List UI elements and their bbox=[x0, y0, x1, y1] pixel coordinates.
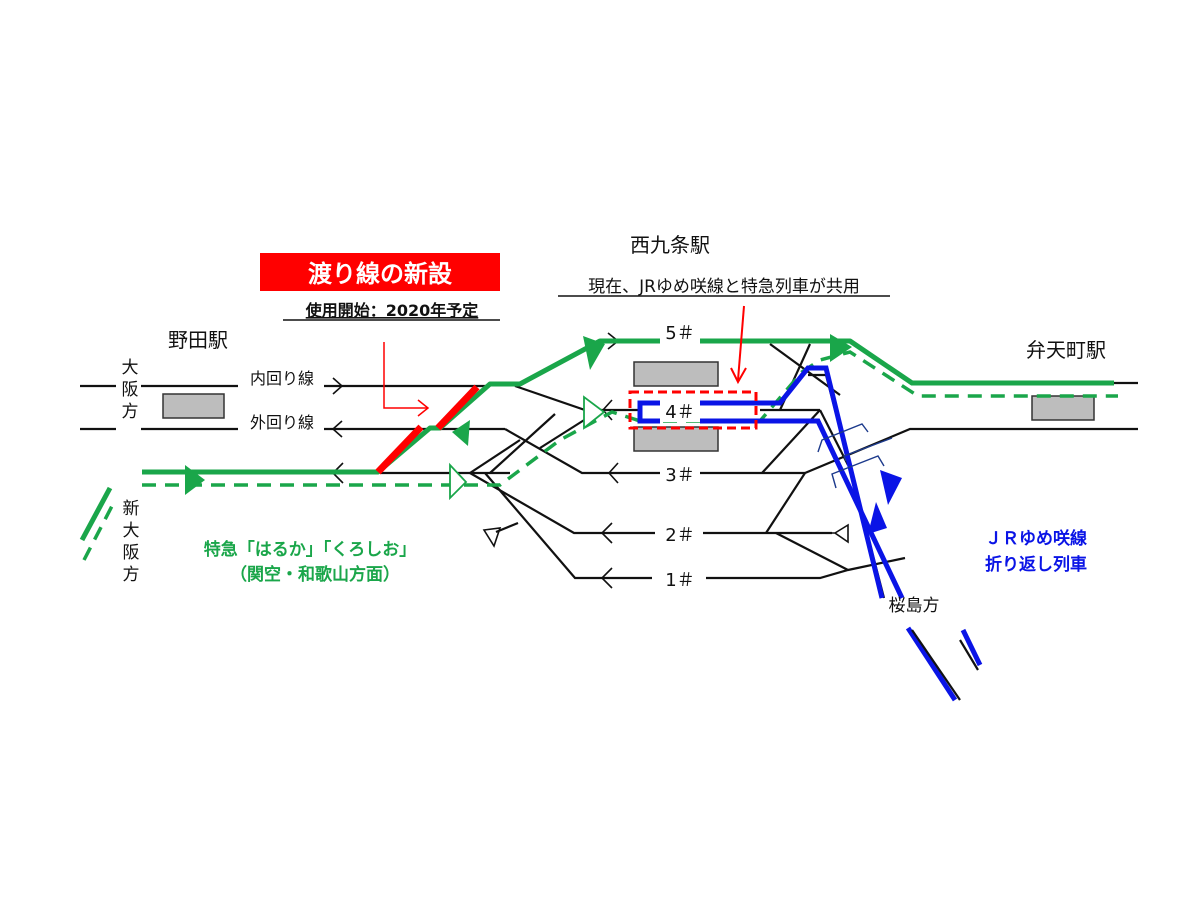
inner-loop-label: 内回り線 bbox=[250, 369, 314, 388]
noda-platform bbox=[162, 393, 225, 419]
new-crossover-title: 渡り線の新設 bbox=[308, 260, 453, 288]
shared-segment-box bbox=[628, 390, 758, 430]
buffer-stop-2 bbox=[832, 523, 849, 544]
nishikujo-platform-upper bbox=[633, 361, 719, 387]
svg-text:阪: 阪 bbox=[122, 380, 139, 400]
buffer-stop-side bbox=[482, 527, 502, 548]
svg-text:新: 新 bbox=[123, 499, 140, 519]
station-nishikujo: 西九条駅 bbox=[630, 233, 710, 257]
track-3-label: 3＃ bbox=[665, 465, 694, 486]
express-legend-line1: 特急「はるか」「くろしお」 bbox=[204, 539, 417, 560]
new-crossover bbox=[375, 305, 747, 475]
svg-text:大: 大 bbox=[122, 358, 139, 378]
svg-text:方: 方 bbox=[122, 402, 139, 422]
osaka-direction: 大 阪 方 bbox=[122, 358, 139, 422]
track-1-label: 1＃ bbox=[665, 570, 694, 591]
track4-label-bg bbox=[660, 396, 700, 422]
express-arrow bbox=[185, 465, 205, 495]
nishikujo-platform-lower bbox=[633, 426, 719, 452]
express-route bbox=[79, 334, 1118, 561]
yumesaki-legend-line2: 折り返し列車 bbox=[985, 554, 1087, 575]
yumesaki-legend-line1: ＪＲゆめ咲線 bbox=[985, 528, 1087, 549]
track-4-label: 4＃ bbox=[665, 402, 694, 423]
express-legend-line2: （関空・和歌山方面） bbox=[230, 564, 400, 585]
track-5-label: 5＃ bbox=[665, 323, 694, 344]
svg-text:方: 方 bbox=[123, 565, 140, 585]
outer-loop-label: 外回り線 bbox=[250, 413, 314, 432]
svg-text:大: 大 bbox=[123, 521, 140, 541]
start-date: 使用開始：2020年予定 bbox=[305, 301, 479, 320]
yumesaki-route bbox=[637, 365, 983, 702]
shin-osaka-direction: 新 大 阪 方 bbox=[123, 499, 140, 585]
station-noda: 野田駅 bbox=[168, 328, 228, 352]
svg-text:阪: 阪 bbox=[123, 543, 140, 563]
station-bentencho: 弁天町駅 bbox=[1026, 338, 1106, 362]
shared-note: 現在、JRゆめ咲線と特急列車が共用 bbox=[588, 277, 860, 297]
sakurajima-direction: 桜島方 bbox=[889, 596, 940, 616]
track-2-label: 2＃ bbox=[665, 525, 694, 546]
bentencho-platform bbox=[1031, 395, 1095, 421]
new-crossover-banner bbox=[260, 253, 500, 291]
